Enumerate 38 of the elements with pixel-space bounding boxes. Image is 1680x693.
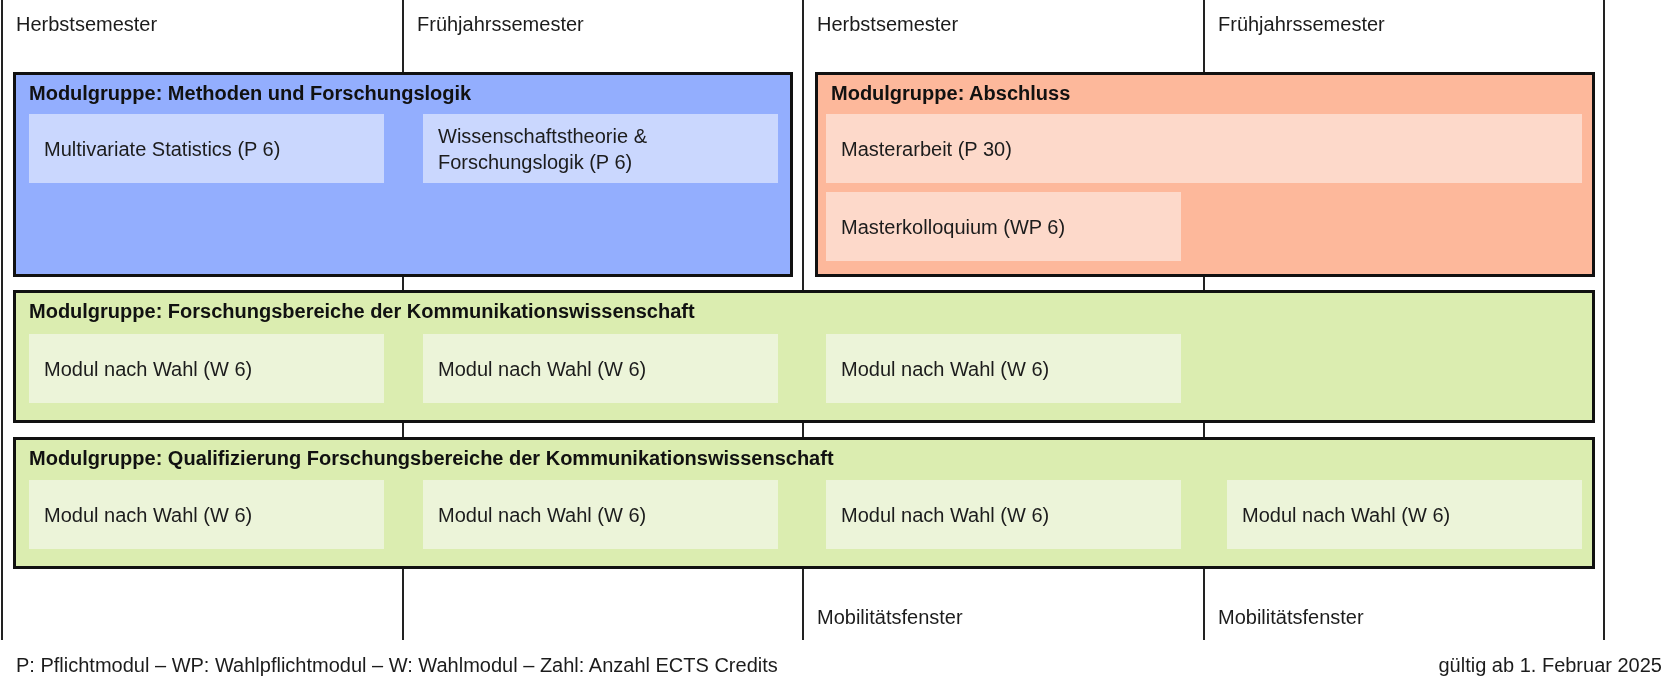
module-card (29, 334, 384, 403)
semester-header: Herbstsemester (16, 12, 158, 36)
module-card (826, 480, 1181, 549)
module-name: Multivariate Statistics (P 6) (44, 136, 281, 162)
module-name: Modul nach Wahl (W 6) (1242, 502, 1451, 528)
group-title: Modulgruppe: Qualifizierung Forschungsbereiche der Kommunikationswissenschaft (29, 446, 834, 470)
validity-note: gültig ab 1. Februar 2025 (1438, 653, 1662, 677)
module-group-panel (13, 437, 1595, 569)
group-title: Modulgruppe: Methoden und Forschungslogik (29, 81, 472, 105)
module-card (29, 114, 384, 183)
mobility-window-label: Mobilitätsfenster (1218, 605, 1364, 629)
module-name: Modul nach Wahl (W 6) (438, 502, 647, 528)
module-name: Masterkolloquium (WP 6) (841, 214, 1066, 240)
module-card (1227, 480, 1582, 549)
mobility-window-label: Mobilitätsfenster (817, 605, 963, 629)
module-card (826, 334, 1181, 403)
module-name: Modul nach Wahl (W 6) (44, 356, 253, 382)
module-card (423, 480, 778, 549)
module-name: Modul nach Wahl (W 6) (44, 502, 253, 528)
abbreviation-note: P: Pflichtmodul – WP: Wahlpflichtmodul – W: Wahlmodul – Zahl: Anzahl ECTS Credits (16, 653, 778, 677)
module-card (423, 334, 778, 403)
module-card (826, 114, 1582, 183)
module-name: Masterarbeit (P 30) (841, 136, 1012, 162)
module-name: Wissenschaftstheorie & Forschungslogik (P 6) (438, 123, 648, 175)
module-card (826, 192, 1181, 261)
module-card (423, 114, 778, 183)
module-name: Modul nach Wahl (W 6) (841, 356, 1050, 382)
group-title: Modulgruppe: Abschluss (831, 81, 1071, 105)
semester-header: Frühjahrssemester (417, 12, 584, 36)
module-name: Modul nach Wahl (W 6) (438, 356, 647, 382)
module-group-panel (13, 290, 1595, 423)
semester-header: Frühjahrssemester (1218, 12, 1385, 36)
module-group-panel (13, 72, 793, 277)
module-card (29, 480, 384, 549)
module-group-panel (815, 72, 1595, 277)
group-title: Modulgruppe: Forschungsbereiche der Kommunikationswissenschaft (29, 299, 695, 323)
semester-header: Herbstsemester (817, 12, 959, 36)
module-name: Modul nach Wahl (W 6) (841, 502, 1050, 528)
